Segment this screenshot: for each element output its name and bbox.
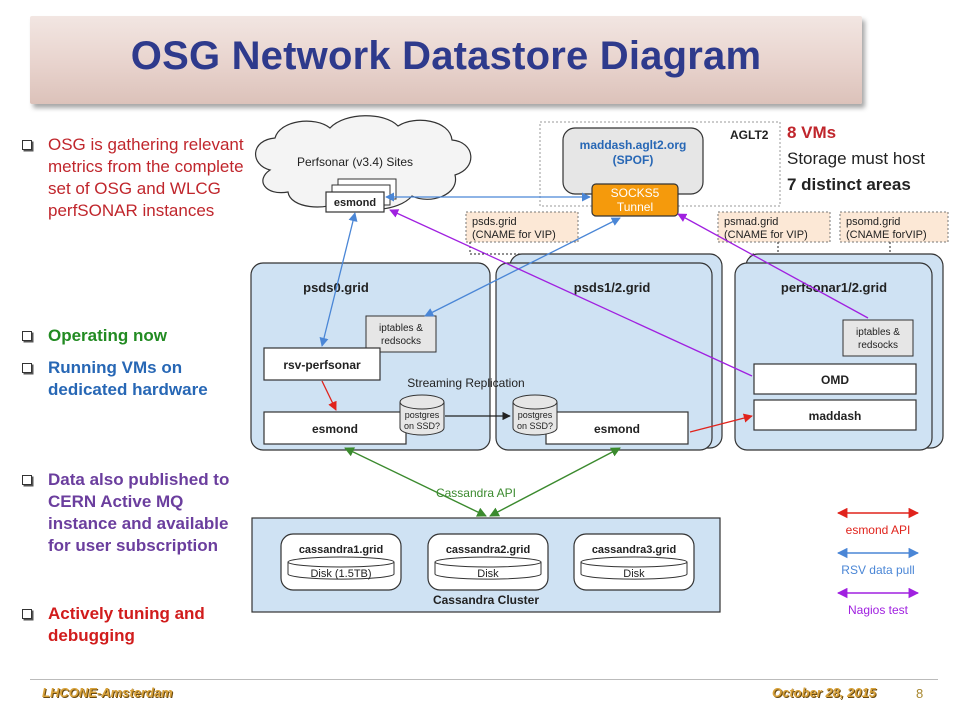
psds12-esmond-label: esmond [594, 422, 640, 436]
cassandra3-disk [580, 556, 688, 580]
footer-date: October 28, 2015 [772, 685, 877, 700]
cloud-label: Perfsonar (v3.4) Sites [297, 155, 413, 169]
checkbox-bullet-icon [22, 475, 32, 485]
legend-nagios-label: Nagios test [848, 603, 909, 617]
psds0-postgres-label: postgres [405, 410, 440, 420]
nagios-cloud-omd-arrow [389, 209, 753, 377]
cassandra-api-arrow-right [489, 447, 621, 517]
psds12-label: psds1/2.grid [574, 280, 651, 295]
footer-divider [30, 679, 938, 680]
esmond-api-rsv-arrow [321, 380, 337, 411]
socks5-label: SOCKS5 [611, 186, 660, 200]
perfsonar-sites-cloud [255, 115, 472, 210]
perfsonar12-label: perfsonar1/2.grid [781, 280, 887, 295]
footer-event: LHCONE-Amsterdam [42, 685, 173, 700]
psds12-esmond-box [545, 411, 689, 445]
cassandra-cluster-label: Cassandra Cluster [433, 593, 539, 607]
footer-page-number: 8 [916, 686, 924, 701]
psomd-cname-host: psomd.grid [846, 216, 900, 228]
streaming-replication-label: Streaming Replication [407, 376, 524, 390]
psmad-cname-host: psmad.grid [724, 216, 778, 228]
cassandra-api-arrow-left [344, 447, 487, 517]
checkbox-bullet-icon [22, 609, 32, 619]
page-title: OSG Network Datastore Diagram [130, 34, 762, 78]
psds-cname-note: (CNAME for VIP) [472, 229, 556, 241]
aglt2-note: 8 VMs Storage must host 7 distinct areas [787, 120, 925, 198]
psds0-redsocks-label: redsocks [381, 336, 421, 347]
cassandra3-label: cassandra3.grid [592, 544, 676, 556]
rsv-cloud-rsv-arrow [319, 212, 358, 347]
omd-box [753, 363, 917, 395]
perfsonar-iptables-box [842, 319, 914, 357]
maddash-spof-label: (SPOF) [613, 153, 654, 167]
psmad-cname-note: (CNAME for VIP) [724, 229, 808, 241]
storage-note: Storage must host [787, 149, 925, 168]
rsv-socks-iptables-arrow [424, 217, 621, 317]
cassandra1-disk-label: Disk (1.5TB) [310, 568, 371, 580]
legend-rsv-pull-label: RSV data pull [841, 563, 914, 577]
bullet-item: OSG is gathering relevant metrics from t… [22, 134, 248, 222]
psds12-ssd-label: on SSD? [517, 421, 553, 431]
cassandra2-disk [434, 556, 542, 580]
bullet-item: Actively tuning and debugging [22, 603, 248, 647]
omd-label: OMD [821, 373, 849, 387]
aglt2-label: AGLT2 [730, 128, 769, 142]
rsv-perfsonar-box [263, 347, 381, 381]
rsv-perfsonar-label: rsv-perfsonar [283, 358, 361, 372]
vm-count-note: 8 VMs [787, 123, 837, 142]
cassandra-api-label: Cassandra API [436, 486, 516, 500]
bullet-text: Data also published to CERN Active MQ in… [48, 470, 230, 555]
psds-cname-host: psds.grid [472, 216, 517, 228]
checkbox-bullet-icon [22, 140, 32, 150]
bullet-text: OSG is gathering relevant metrics from t… [48, 135, 244, 220]
title-band: OSG Network Datastore Diagram [30, 16, 862, 104]
bullet-text: Running VMs on dedicated hardware [48, 358, 208, 399]
socks5-tunnel-box [591, 183, 679, 217]
perfsonar-redsocks-label: redsocks [858, 340, 898, 351]
bullet-item: Data also published to CERN Active MQ in… [22, 469, 248, 557]
psomd-cname-note: (CNAME forVIP) [846, 229, 927, 241]
site-esmond-label: esmond [334, 197, 376, 209]
psomd-cname-box [839, 211, 949, 243]
bullet-item: Running VMs on dedicated hardware [22, 357, 248, 401]
legend-esmond-api-label: esmond API [846, 523, 911, 537]
maddash-host-label: maddash.aglt2.org [580, 138, 687, 152]
psmad-cname-box [717, 211, 831, 243]
tunnel-label: Tunnel [617, 200, 653, 214]
checkbox-bullet-icon [22, 363, 32, 373]
perfsonar-iptables-label: iptables & [856, 327, 900, 338]
cassandra1-disk [287, 556, 395, 580]
bullet-text: Actively tuning and debugging [48, 604, 205, 645]
psds12-postgres-label: postgres [518, 410, 553, 420]
cassandra1-label: cassandra1.grid [299, 544, 383, 556]
maddash-label: maddash [809, 409, 862, 423]
nagios-socks-iptables-arrow [677, 213, 869, 319]
esmond-api-maddash-arrow [689, 413, 753, 433]
cassandra2-disk-label: Disk [477, 568, 499, 580]
psds0-esmond-label: esmond [312, 422, 358, 436]
psds0-iptables-box [365, 315, 437, 353]
checkbox-bullet-icon [22, 331, 32, 341]
psds0-postgres-cylinder [399, 394, 445, 436]
cassandra3-disk-label: Disk [623, 568, 645, 580]
cassandra2-label: cassandra2.grid [446, 544, 530, 556]
site-esmond-box [325, 191, 385, 213]
psds0-iptables-label: iptables & [379, 323, 423, 334]
bullet-item: Operating now [22, 325, 248, 347]
psds12-postgres-cylinder [512, 394, 558, 436]
psds0-ssd-label: on SSD? [404, 421, 440, 431]
distinct-areas-note: 7 distinct areas [787, 175, 911, 194]
bullet-text: Operating now [48, 326, 167, 345]
maddash-box [753, 399, 917, 431]
